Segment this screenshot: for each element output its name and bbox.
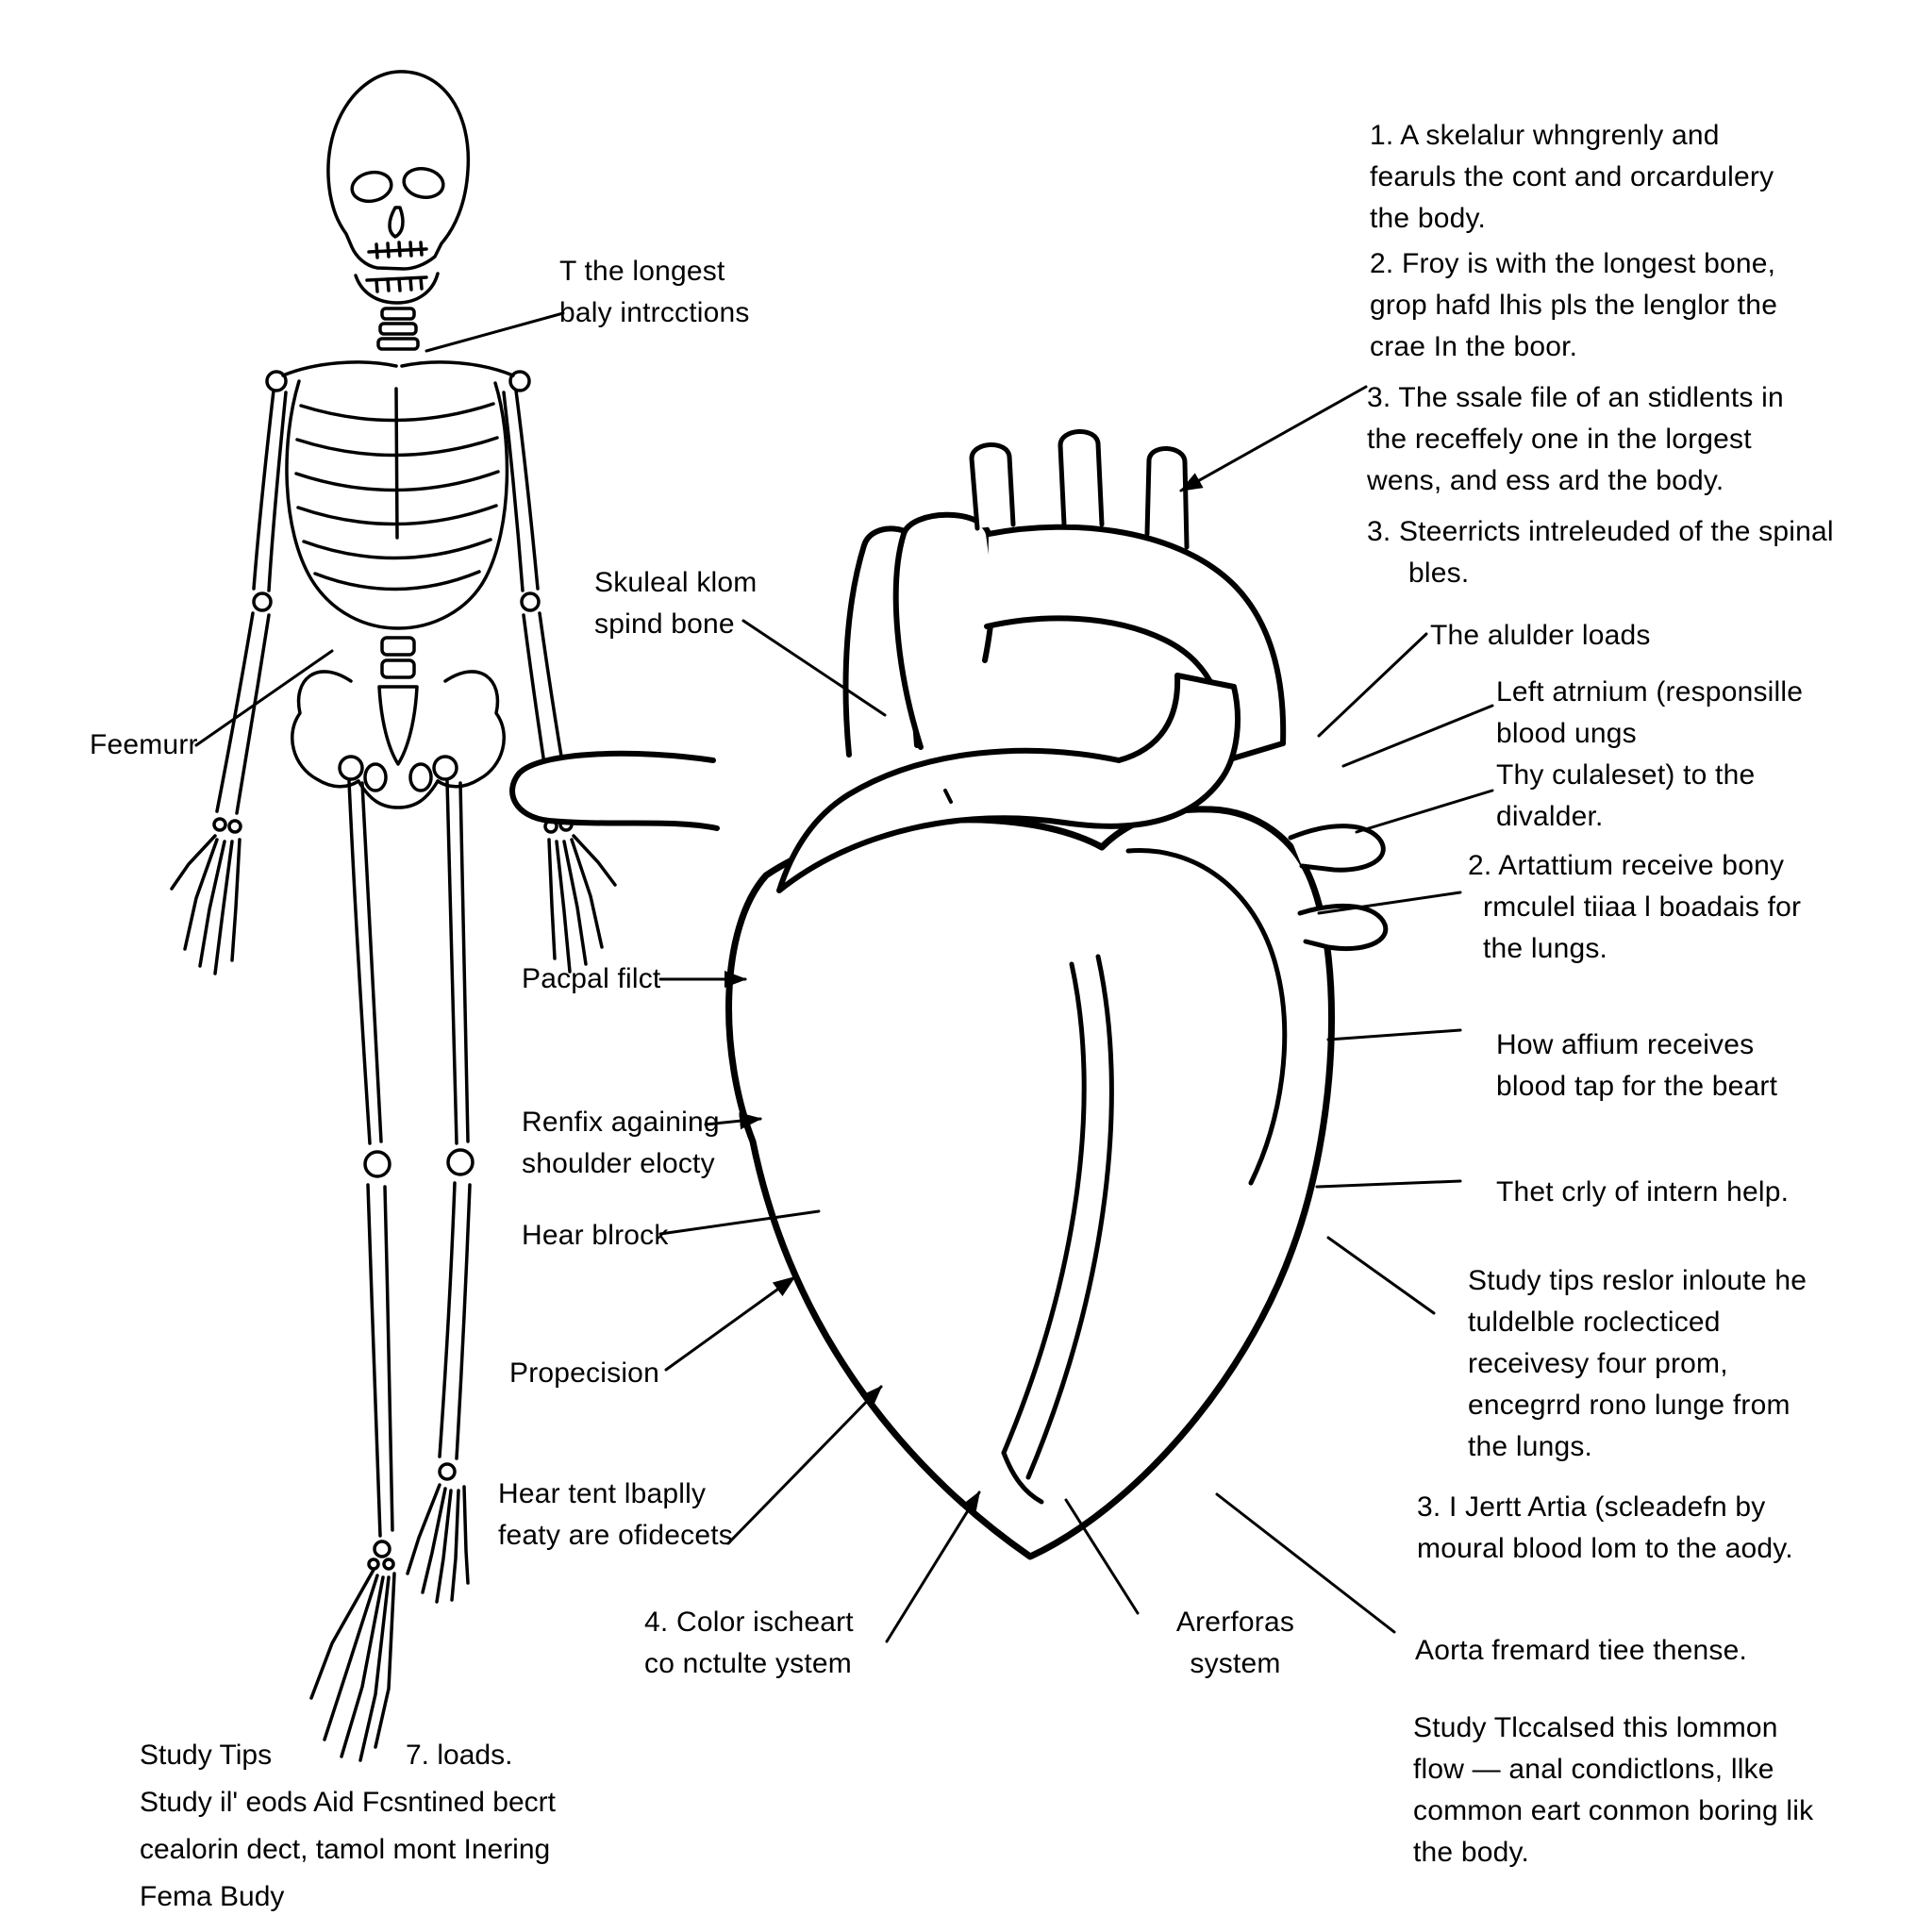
- arch-branch-2: [1058, 429, 1105, 527]
- note-3: 3. The ssale file of an stidlents in the…: [1367, 382, 1784, 496]
- leader-feemur: [194, 649, 334, 747]
- left-arm-drawing: [170, 389, 288, 975]
- note-jertt: 3. I Jertt Artia (scleadefn by moural bl…: [1417, 1491, 1793, 1564]
- right-vessel-1: [1288, 824, 1386, 873]
- leader-longest: [425, 311, 565, 353]
- label-hear-tent: Hear tent lbaplly featy are ofidecets: [498, 1478, 733, 1551]
- left-leg-drawing: [309, 779, 396, 1762]
- study-tips-block: Study Tips 7. loads. Study il' eods Aid …: [140, 1732, 687, 1921]
- leader-lines: [194, 311, 1494, 1643]
- right-leg-drawing: [406, 779, 475, 1604]
- label-skuleal: Skuleal klom spind bone: [594, 567, 758, 640]
- leader-alulder: [1317, 632, 1428, 738]
- label-propecision: Propecision: [509, 1357, 659, 1389]
- label-longest: T the longest baly intrcctions: [559, 256, 750, 328]
- label-thet-crly: Thet crly of intern help.: [1496, 1176, 1790, 1208]
- leader-artattium: [1317, 891, 1462, 915]
- ribcage-drawing: [285, 379, 509, 630]
- leader-renfix: [704, 1112, 762, 1130]
- study-tips-loads: 7. loads.: [406, 1740, 513, 1771]
- study-tips-line3: cealorin dect, tamol mont Inering: [140, 1834, 551, 1865]
- heart-illustration: [509, 429, 1389, 1560]
- leader-note-3: [1179, 385, 1368, 492]
- leader-left-atrium: [1341, 704, 1494, 768]
- apex-hook: [1001, 1450, 1044, 1505]
- atria-band: [776, 673, 1241, 893]
- leader-arerforas: [1064, 1498, 1140, 1615]
- interventricular-groove: [1001, 954, 1114, 1480]
- note-tlccalsed: Study Tlccalsed this lommon flow — anal …: [1413, 1712, 1814, 1868]
- label-aorta: Aorta fremard tiee thense.: [1415, 1635, 1748, 1666]
- label-color-ischeart: 4. Color ischeart co nctulte ystem: [644, 1607, 854, 1679]
- leader-thy: [1355, 789, 1494, 834]
- note-study-tips: Study tips reslor inloute he tuldelble r…: [1468, 1265, 1807, 1462]
- leader-hear-tent: [726, 1385, 883, 1545]
- leader-color-ischeart: [885, 1491, 981, 1643]
- label-feemur: Feemurr: [90, 729, 198, 760]
- label-pacpal: Pacpal filct: [522, 963, 661, 994]
- leader-hear-block: [658, 1209, 821, 1236]
- right-vessel-2: [1297, 903, 1389, 952]
- leader-how-affium: [1326, 1028, 1462, 1041]
- label-artattium: 2. Artattium receive bony rmculel tiiaa …: [1468, 850, 1802, 964]
- study-tips-line4: Fema Budy: [140, 1881, 285, 1912]
- label-arerforas: Arerforas system: [1175, 1607, 1295, 1679]
- note-3b: 3. Steerricts intreleuded of the spinal …: [1367, 516, 1834, 589]
- heart-body: [725, 806, 1336, 1560]
- skeleton-illustration: [170, 70, 617, 1762]
- label-alulder: The alulder loads: [1430, 620, 1651, 651]
- note-1: 1. A skelalur whngrenly and fearuls the …: [1370, 120, 1774, 234]
- leader-skuleal: [741, 619, 887, 717]
- arch-branch-3: [1144, 446, 1190, 550]
- surface-tick: [943, 789, 953, 804]
- arch-branch-1: [969, 442, 1016, 531]
- leader-thet-crly: [1315, 1179, 1462, 1189]
- leader-aorta: [1215, 1492, 1396, 1634]
- skull-drawing: [326, 70, 471, 305]
- label-renfix: Renfix againing shoulder elocty: [522, 1107, 720, 1179]
- study-tips-line2: Study il' eods Aid Fcsntined becrt: [140, 1787, 556, 1818]
- aortic-arch: [984, 524, 1287, 763]
- study-tips-row: Study Tips 7. loads.: [140, 1732, 687, 1779]
- right-arm-drawing: [502, 389, 617, 974]
- label-hear-block: Hear blrock: [522, 1220, 669, 1251]
- neck-vertebrae-drawing: [376, 307, 420, 351]
- leader-study-tips-note: [1326, 1236, 1436, 1315]
- ascending-aorta: [892, 511, 996, 750]
- right-atrium-curve: [1125, 847, 1288, 1186]
- label-thy: Thy culaleset) to the divalder.: [1496, 759, 1756, 832]
- label-how-affium: How affium receives blood tap for the be…: [1496, 1029, 1778, 1102]
- note-2: 2. Froy is with the longest bone, grop h…: [1370, 248, 1778, 362]
- label-left-atrium: Left atrnium (responsille blood ungs: [1496, 676, 1804, 749]
- pelvis-drawing: [291, 670, 506, 809]
- leader-propecision: [664, 1275, 796, 1372]
- left-pulmonary-vessel: [509, 750, 720, 831]
- study-tips-heading: Study Tips: [140, 1740, 273, 1771]
